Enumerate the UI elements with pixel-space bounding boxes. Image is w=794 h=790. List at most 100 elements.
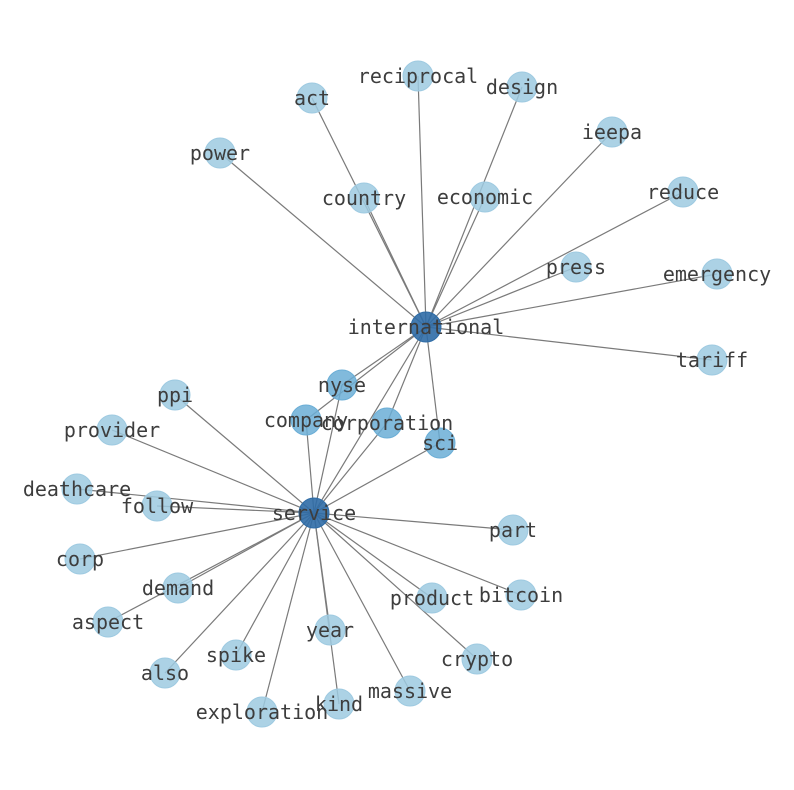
edge-service-follow bbox=[156, 505, 315, 514]
node-label-economic: economic bbox=[437, 185, 533, 209]
node-also[interactable] bbox=[149, 657, 181, 689]
edge-international-corporation bbox=[386, 326, 427, 424]
node-label-crypto: crypto bbox=[441, 647, 513, 671]
edge-international-power bbox=[219, 152, 427, 328]
nodes-layer bbox=[61, 60, 733, 728]
node-label-international: international bbox=[348, 315, 505, 339]
node-part[interactable] bbox=[497, 514, 529, 546]
node-label-also: also bbox=[141, 661, 189, 685]
edge-service-kind bbox=[313, 512, 340, 705]
node-product[interactable] bbox=[416, 582, 448, 614]
edge-international-company bbox=[305, 326, 427, 421]
node-label-massive: massive bbox=[368, 679, 452, 703]
node-provider[interactable] bbox=[96, 414, 128, 446]
node-label-demand: demand bbox=[142, 576, 214, 600]
node-press[interactable] bbox=[560, 251, 592, 283]
edge-service-nyse bbox=[313, 384, 343, 514]
node-label-design: design bbox=[486, 75, 558, 99]
node-label-exploration: exploration bbox=[196, 700, 328, 724]
node-label-reduce: reduce bbox=[647, 180, 719, 204]
node-label-company: company bbox=[264, 408, 348, 432]
node-label-act: act bbox=[294, 86, 330, 110]
node-ieepa[interactable] bbox=[596, 116, 628, 148]
node-label-year: year bbox=[306, 618, 354, 642]
edges-layer bbox=[76, 75, 718, 713]
node-corporation[interactable] bbox=[371, 407, 403, 439]
edge-service-product bbox=[313, 512, 433, 599]
node-bitcoin[interactable] bbox=[505, 579, 537, 611]
node-demand[interactable] bbox=[162, 572, 194, 604]
node-massive[interactable] bbox=[394, 675, 426, 707]
node-label-country: country bbox=[322, 186, 406, 210]
edge-international-sci bbox=[425, 326, 441, 444]
edge-service-ppi bbox=[174, 394, 315, 514]
node-nyse[interactable] bbox=[326, 369, 358, 401]
node-label-product: product bbox=[390, 586, 474, 610]
node-reduce[interactable] bbox=[667, 176, 699, 208]
node-label-nyse: nyse bbox=[318, 373, 366, 397]
edge-international-reciprocal bbox=[417, 75, 427, 328]
edge-service-deathcare bbox=[76, 488, 315, 514]
node-kind[interactable] bbox=[323, 688, 355, 720]
node-ppi[interactable] bbox=[159, 379, 191, 411]
node-reciprocal[interactable] bbox=[402, 60, 434, 92]
edge-service-aspect bbox=[107, 512, 315, 623]
node-label-kind: kind bbox=[315, 692, 363, 716]
node-label-spike: spike bbox=[206, 643, 266, 667]
edge-service-also bbox=[164, 512, 315, 674]
edge-international-economic bbox=[425, 196, 486, 328]
node-label-deathcare: deathcare bbox=[23, 477, 131, 501]
node-spike[interactable] bbox=[220, 639, 252, 671]
node-label-corporation: corporation bbox=[321, 411, 453, 435]
node-power[interactable] bbox=[204, 137, 236, 169]
node-label-follow: follow bbox=[121, 494, 194, 518]
node-label-aspect: aspect bbox=[72, 610, 144, 634]
node-label-reciprocal: reciprocal bbox=[358, 64, 478, 88]
node-corp[interactable] bbox=[64, 543, 96, 575]
node-label-ieepa: ieepa bbox=[582, 120, 642, 144]
node-label-provider: provider bbox=[64, 418, 160, 442]
edge-international-country bbox=[363, 197, 427, 328]
edge-international-service bbox=[313, 326, 427, 514]
edge-service-exploration bbox=[261, 512, 315, 713]
edge-international-ieepa bbox=[425, 131, 613, 328]
node-label-ppi: ppi bbox=[157, 383, 193, 407]
node-label-service: service bbox=[272, 501, 356, 525]
edge-international-emergency bbox=[425, 273, 718, 328]
node-label-emergency: emergency bbox=[663, 262, 771, 286]
node-year[interactable] bbox=[314, 614, 346, 646]
node-deathcare[interactable] bbox=[61, 473, 93, 505]
node-country[interactable] bbox=[348, 182, 380, 214]
edge-service-crypto bbox=[313, 512, 478, 660]
edge-service-massive bbox=[313, 512, 411, 692]
edge-international-nyse bbox=[341, 326, 427, 386]
node-label-tariff: tariff bbox=[676, 348, 748, 372]
edge-service-bitcoin bbox=[313, 512, 522, 596]
node-aspect[interactable] bbox=[92, 606, 124, 638]
node-company[interactable] bbox=[290, 404, 322, 436]
edge-service-company bbox=[305, 419, 315, 514]
edge-service-part bbox=[313, 512, 514, 531]
node-crypto[interactable] bbox=[461, 643, 493, 675]
node-label-power: power bbox=[190, 141, 250, 165]
node-economic[interactable] bbox=[469, 181, 501, 213]
edge-international-tariff bbox=[425, 326, 713, 361]
edge-service-provider bbox=[111, 429, 315, 514]
node-label-press: press bbox=[546, 255, 606, 279]
node-act[interactable] bbox=[296, 82, 328, 114]
node-emergency[interactable] bbox=[701, 258, 733, 290]
node-label-bitcoin: bitcoin bbox=[479, 583, 563, 607]
node-exploration[interactable] bbox=[246, 696, 278, 728]
edge-service-corp bbox=[79, 512, 315, 560]
node-label-part: part bbox=[489, 518, 537, 542]
node-tariff[interactable] bbox=[696, 344, 728, 376]
node-international[interactable] bbox=[410, 311, 442, 343]
node-service[interactable] bbox=[298, 497, 330, 529]
node-sci[interactable] bbox=[424, 427, 456, 459]
node-label-sci: sci bbox=[422, 431, 458, 455]
edge-international-reduce bbox=[425, 191, 684, 328]
node-design[interactable] bbox=[506, 71, 538, 103]
node-follow[interactable] bbox=[141, 490, 173, 522]
